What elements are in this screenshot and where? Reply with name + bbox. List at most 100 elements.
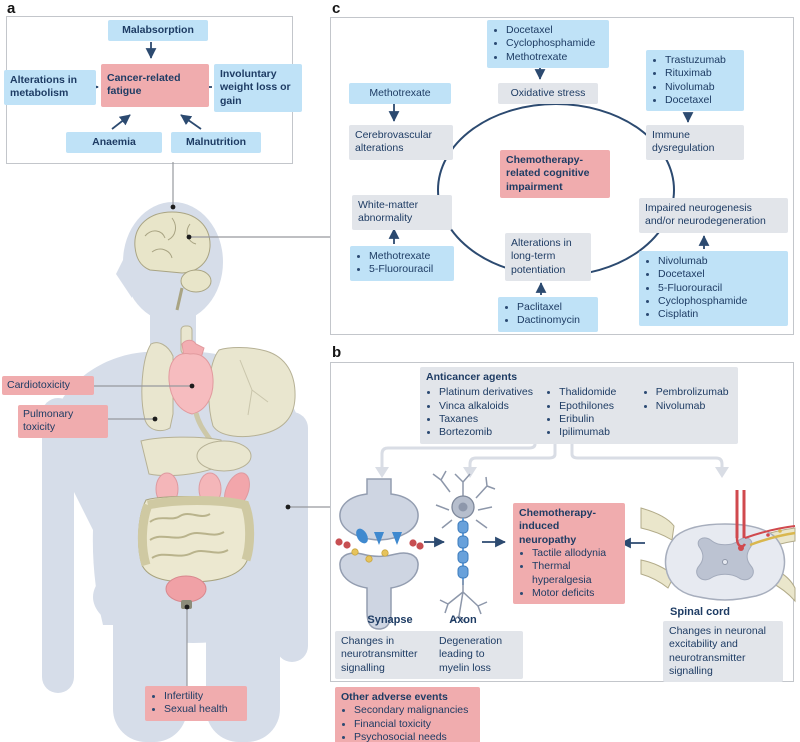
list-item: Sexual health <box>164 703 241 716</box>
axon-illustration <box>432 470 496 624</box>
pelvic-effects-box: Infertility Sexual health <box>145 686 247 721</box>
list-item: Nivolumab <box>658 255 782 268</box>
cognitive-impairment-box: Chemotherapy-related cognitive impairmen… <box>500 150 610 198</box>
ltp-drugs-box: Paclitaxel Dactinomycin <box>498 297 598 332</box>
list-item: Ipilimumab <box>559 426 643 439</box>
anticancer-agents-title: Anticancer agents <box>426 371 518 383</box>
synapse-label: Synapse <box>367 614 413 626</box>
malabsorption-box: Malabsorption <box>108 20 208 42</box>
cancer-fatigue-text: Cancer-related fatigue <box>107 72 181 98</box>
spinal-cord-illustration <box>640 490 796 603</box>
synapse-note-box: Changes in neurotransmitter signalling <box>335 631 440 679</box>
malabsorption-text: Malabsorption <box>122 24 194 36</box>
cognitive-impairment-text: Chemotherapy-related cognitive impairmen… <box>506 154 590 193</box>
anticancer-agents-box: Anticancer agents Platinum derivatives V… <box>420 367 738 444</box>
anaemia-box: Anaemia <box>66 132 162 154</box>
list-item: Docetaxel <box>665 94 738 107</box>
pulmonary-toxicity-text: Pulmonary toxicity <box>23 408 74 434</box>
cardiotoxicity-box: Cardiotoxicity <box>2 376 94 396</box>
neuropathy-title: Chemotherapy-induced neuropathy <box>519 507 597 546</box>
neurogenesis-text: Impaired neurogenesis and/or neurodegene… <box>645 202 766 228</box>
agents-column-1: Platinum derivatives Vinca alkaloids Tax… <box>426 386 546 439</box>
list-item: Financial toxicity <box>354 718 474 731</box>
list-item: Taxanes <box>439 413 546 426</box>
other-adverse-events-box: Other adverse events Secondary malignanc… <box>335 687 480 742</box>
malnutrition-text: Malnutrition <box>185 136 247 148</box>
list-item: Docetaxel <box>658 268 782 281</box>
alterations-metabolism-box: Alterations in metabolism <box>4 70 96 105</box>
list-item: Epothilones <box>559 400 643 413</box>
methotrexate-text: Methotrexate <box>369 87 431 99</box>
other-adverse-events-title: Other adverse events <box>341 691 448 703</box>
methotrexate-box: Methotrexate <box>349 83 451 105</box>
digestive-organs-illustration <box>137 436 255 583</box>
neurogenesis-drugs-box: Nivolumab Docetaxel 5-Fluorouracil Cyclo… <box>639 251 788 326</box>
list-item: Tactile allodynia <box>532 547 619 560</box>
panel-b-label: b <box>332 344 342 361</box>
list-item: Psychosocial needs <box>354 731 474 742</box>
list-item: Dactinomycin <box>517 314 592 327</box>
brain-illustration <box>134 211 212 311</box>
cardiotoxicity-text: Cardiotoxicity <box>7 379 71 391</box>
list-item: Methotrexate <box>369 250 448 263</box>
list-item: Vinca alkaloids <box>439 400 546 413</box>
axon-note-text: Degeneration leading to myelin loss <box>439 635 503 674</box>
list-item: Paclitaxel <box>517 301 592 314</box>
list-item: Cyclophosphamide <box>506 37 603 50</box>
panel-c-border <box>330 17 794 335</box>
list-item: Pembrolizumab <box>656 386 732 399</box>
panel-a-label: a <box>7 0 16 17</box>
list-item: Nivolumab <box>665 81 738 94</box>
list-item: Cyclophosphamide <box>658 295 782 308</box>
list-item: Motor deficits <box>532 587 619 600</box>
list-item: Nivolumab <box>656 400 732 413</box>
spinal-cord-label: Spinal cord <box>670 606 730 618</box>
malnutrition-box: Malnutrition <box>171 132 261 154</box>
agent-flow-arrows <box>375 437 729 478</box>
list-item: Cisplatin <box>658 308 782 321</box>
immune-dysregulation-box: Immune dysregulation <box>646 125 744 160</box>
ltp-text: Alterations in long-term potentiation <box>511 237 572 276</box>
white-matter-text: White-matter abnormality <box>358 199 419 225</box>
list-item: Methotrexate <box>506 51 603 64</box>
oxidative-stress-text: Oxidative stress <box>510 87 586 99</box>
neuropathy-box: Chemotherapy-induced neuropathy Tactile … <box>513 503 625 605</box>
list-item: Thermal hyperalgesia <box>532 560 619 587</box>
axon-label: Axon <box>449 614 477 626</box>
spinal-note-box: Changes in neuronal excitability and neu… <box>663 621 783 683</box>
list-item: Thalidomide <box>559 386 643 399</box>
panel-c-label: c <box>332 0 341 17</box>
immune-drugs-box: Trastuzumab Rituximab Nivolumab Docetaxe… <box>646 50 744 112</box>
cerebrovascular-box: Cerebrovascular alterations <box>349 125 453 160</box>
anaemia-text: Anaemia <box>92 136 136 148</box>
list-item: 5-Fluorouracil <box>658 282 782 295</box>
alterations-metabolism-text: Alterations in metabolism <box>10 74 78 100</box>
pulmonary-toxicity-box: Pulmonary toxicity <box>18 405 108 438</box>
weight-loss-box: Involuntary weight loss or gain <box>214 64 302 112</box>
list-item: Bortezomib <box>439 426 546 439</box>
ltp-box: Alterations in long-term potentiation <box>505 233 591 281</box>
list-item: Platinum derivatives <box>439 386 546 399</box>
agents-column-2: Thalidomide Epothilones Eribulin Ipilimu… <box>546 386 643 439</box>
weight-loss-text: Involuntary weight loss or gain <box>220 68 291 107</box>
white-matter-drugs-box: Methotrexate 5-Fluorouracil <box>350 246 454 281</box>
list-item: Rituximab <box>665 67 738 80</box>
synapse-illustration <box>335 478 424 630</box>
immune-dysregulation-text: Immune dysregulation <box>652 129 715 155</box>
connector-lines <box>88 162 330 686</box>
list-item: 5-Fluorouracil <box>369 263 448 276</box>
list-item: Trastuzumab <box>665 54 738 67</box>
list-item: Docetaxel <box>506 24 603 37</box>
axon-note-box: Degeneration leading to myelin loss <box>433 631 523 679</box>
cancer-fatigue-box: Cancer-related fatigue <box>101 64 209 107</box>
oxidative-stress-box: Oxidative stress <box>498 83 598 105</box>
list-item: Infertility <box>164 690 241 703</box>
cerebrovascular-text: Cerebrovascular alterations <box>355 129 433 155</box>
list-item: Secondary malignancies <box>354 704 474 717</box>
synapse-note-text: Changes in neurotransmitter signalling <box>341 635 418 674</box>
panel-b-border <box>330 362 794 682</box>
white-matter-box: White-matter abnormality <box>352 195 452 230</box>
spinal-note-text: Changes in neuronal excitability and neu… <box>669 625 766 677</box>
